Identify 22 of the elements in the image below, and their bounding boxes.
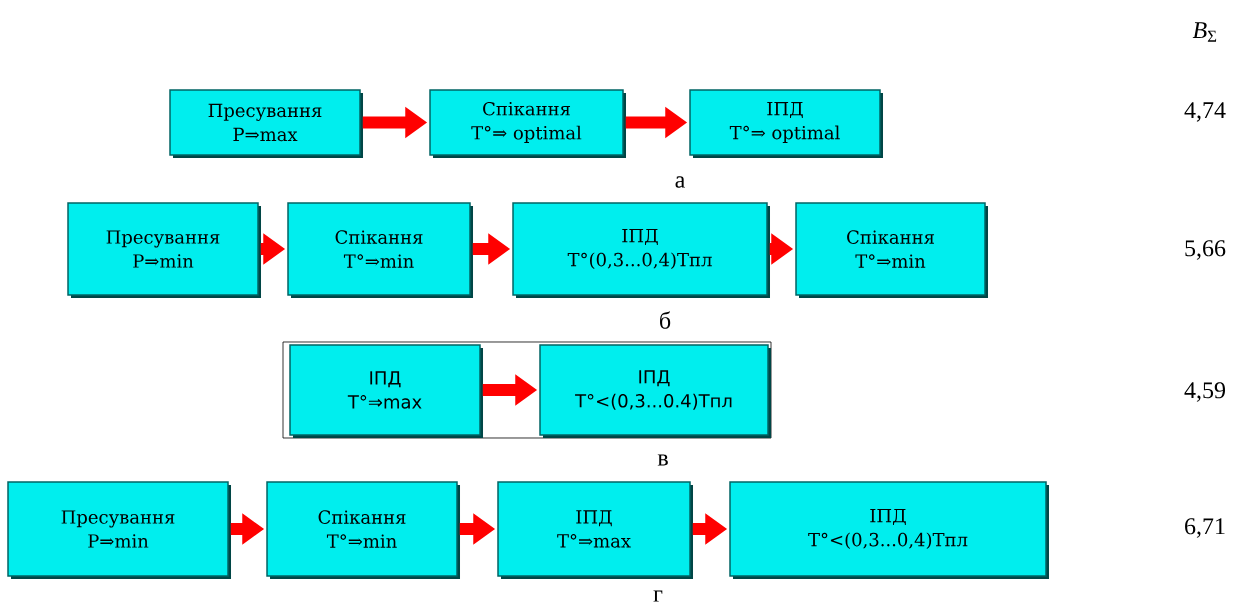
process-box: Спікання T°⇒min [287, 202, 473, 298]
symbol-label: B$_{Σ}$ [1192, 22, 1217, 42]
process-box: Спікання T°⇒min [795, 202, 988, 298]
value-label: 4,59 [1184, 382, 1225, 402]
subfigure-letter: б [660, 311, 671, 329]
process-box: ІПД T°⇒max [289, 344, 483, 438]
value-label: 4,74 [1184, 102, 1226, 122]
subfigure-letter: в [657, 454, 668, 466]
process-box: ІПД T°<(0,3...0,4)Tпл [729, 481, 1049, 579]
process-box: Пресування P⇒min [67, 202, 261, 298]
subfigure-letter: г [653, 590, 663, 602]
process-box: Пресування P⇒max [169, 89, 363, 158]
process-box: ІПД T°⇒ optimal [689, 89, 883, 158]
value-label: 5,66 [1185, 240, 1226, 260]
process-box: Спікання T°⇒ optimal [429, 89, 626, 158]
process-box: ІПД T°<(0,3...0.4)Tпл [539, 344, 771, 438]
process-box: ІПД T°⇒max [497, 481, 693, 579]
subfigure-letter: а [675, 176, 685, 188]
process-box: ІПД T°(0,3...0,4)Tпл [512, 202, 770, 298]
value-label: 6,71 [1185, 518, 1225, 538]
process-box: Пресування P⇒min [7, 481, 231, 579]
process-box: Спікання T°⇒min [266, 481, 460, 579]
